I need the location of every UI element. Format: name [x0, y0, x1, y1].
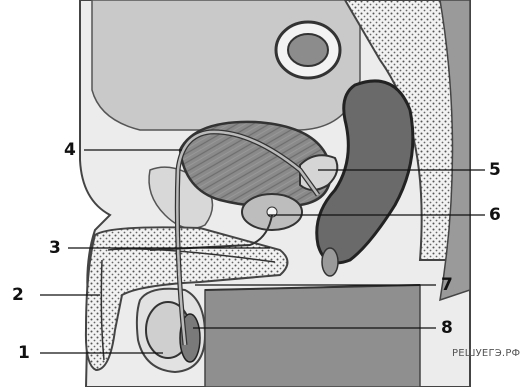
scrotum [137, 289, 205, 372]
label-6: 6 [489, 207, 501, 224]
label-1: 1 [18, 345, 30, 362]
label-8: 8 [441, 320, 453, 337]
thigh-region [205, 285, 420, 387]
label-3: 3 [49, 240, 61, 257]
label-2: 2 [12, 287, 24, 304]
watermark-text: РЕШУЕГЭ.РФ [452, 349, 520, 359]
prostate-gland [242, 194, 302, 230]
label-4: 4 [64, 142, 76, 159]
intestine-loop [276, 22, 340, 78]
label-5: 5 [489, 162, 501, 179]
label-7: 7 [441, 277, 453, 294]
